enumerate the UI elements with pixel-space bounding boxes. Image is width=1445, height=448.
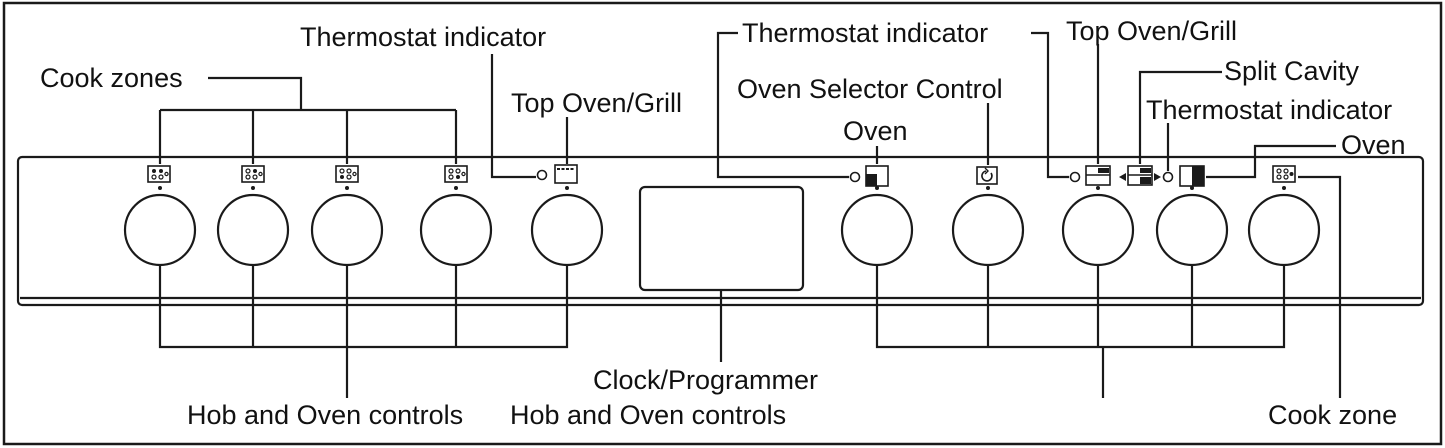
leader-thermostat-top-right-right	[1031, 31, 1069, 179]
knob-oven[interactable]	[840, 193, 914, 267]
hob-zone-icon	[1272, 165, 1296, 183]
clock-programmer-display	[638, 185, 805, 292]
label-cook-zone: Cook zone	[1268, 400, 1397, 430]
oven-icon	[1179, 165, 1205, 187]
knob-top-oven-grill-right[interactable]	[1061, 193, 1135, 267]
marker-dot	[986, 186, 990, 190]
knob-hob-2[interactable]	[216, 193, 290, 267]
label-split-cavity: Split Cavity	[1224, 56, 1360, 86]
leader-thermostat-top-right-left	[716, 31, 849, 179]
knob-cook-zone[interactable]	[1247, 193, 1321, 267]
split-cavity-icon	[1127, 165, 1153, 186]
marker-dot	[454, 186, 458, 190]
thermostat-lamp-icon	[1069, 171, 1081, 183]
label-thermostat-indicator-left: Thermostat indicator	[300, 22, 546, 52]
marker-dot	[251, 186, 255, 190]
split-cavity-arrow-left	[1119, 173, 1126, 181]
hob-zone-icon	[241, 165, 265, 183]
thermostat-lamp-icon	[536, 169, 548, 181]
top-oven-grill-icon	[1085, 165, 1111, 186]
knob-hob-4[interactable]	[419, 193, 493, 267]
thermostat-lamp-icon	[849, 171, 861, 183]
marker-dot	[875, 186, 879, 190]
knob-hob-1[interactable]	[123, 193, 197, 267]
label-thermostat-indicator-right: Thermostat indicator	[1146, 95, 1392, 125]
leader-oven-right	[1206, 144, 1336, 179]
label-hob-and-oven-controls-left: Hob and Oven controls	[187, 400, 463, 430]
leader-thermostat-left	[490, 54, 536, 179]
label-cook-zones: Cook zones	[40, 63, 183, 93]
split-cavity-arrow-right	[1154, 173, 1161, 181]
indicator-symbols	[536, 164, 1205, 187]
label-oven-selector-control: Oven Selector Control	[737, 74, 1003, 104]
label-clock-programmer: Clock/Programmer	[593, 365, 818, 395]
label-thermostat-indicator-top-right: Thermostat indicator	[742, 18, 988, 48]
knob-hob-3[interactable]	[310, 193, 384, 267]
knob-oven-selector[interactable]	[951, 193, 1025, 267]
hob-zone-icon	[335, 165, 359, 183]
leader-lines	[158, 31, 1342, 398]
oven-icon	[865, 165, 889, 187]
top-oven-grill-icon	[554, 164, 578, 184]
marker-dot	[1190, 186, 1194, 190]
marker-dot	[345, 186, 349, 190]
marker-dot	[565, 186, 569, 190]
label-top-oven-grill-left: Top Oven/Grill	[511, 88, 682, 118]
leader-cook-zones	[208, 76, 303, 110]
label-top-oven-grill-right: Top Oven/Grill	[1066, 16, 1237, 46]
hob-zone-icon	[444, 165, 468, 183]
knob-marker-dots	[158, 186, 1286, 190]
hob-zone-icon	[147, 165, 171, 183]
label-hob-and-oven-controls-right: Hob and Oven controls	[510, 400, 786, 430]
marker-dot	[1282, 186, 1286, 190]
knob-top-oven-grill-left[interactable]	[530, 193, 604, 267]
leader-hob-oven-left-bracket	[158, 264, 569, 349]
labels: Cook zones Thermostat indicator Top Oven…	[40, 16, 1406, 430]
label-oven-right: Oven	[1341, 130, 1406, 160]
thermostat-lamp-icon	[1162, 171, 1174, 183]
leader-split-cavity	[1138, 70, 1222, 164]
leader-hob-oven-right-bracket	[875, 264, 1286, 349]
leader-cook-zone-right	[1298, 175, 1342, 398]
marker-dot	[158, 186, 162, 190]
hob-zone-symbols	[147, 165, 1296, 183]
label-oven-center: Oven	[843, 116, 908, 146]
marker-dot	[1096, 186, 1100, 190]
oven-selector-icon	[976, 166, 998, 185]
knob-oven-right[interactable]	[1155, 193, 1229, 267]
